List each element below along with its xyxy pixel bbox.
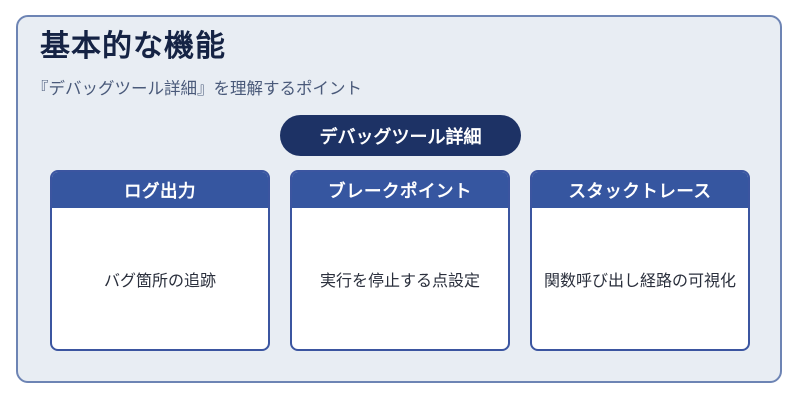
feature-card-title: スタックトレース xyxy=(568,181,712,202)
feature-card-breakpoint: ブレークポイント 実行を停止する点設定 xyxy=(290,170,510,351)
central-topic-node: デバッグツール詳細 xyxy=(280,115,521,156)
feature-card-title: ログ出力 xyxy=(124,181,196,202)
feature-card-stacktrace: スタックトレース 関数呼び出し経路の可視化 xyxy=(530,170,750,351)
feature-card-description: 関数呼び出し経路の可視化 xyxy=(543,270,736,290)
feature-card-description: バグ箇所の追跡 xyxy=(103,270,216,290)
feature-card-header: ログ出力 xyxy=(52,172,268,208)
feature-card-body: 関数呼び出し経路の可視化 xyxy=(532,208,748,349)
feature-card-body: バグ箇所の追跡 xyxy=(52,208,268,349)
feature-card-title: ブレークポイント xyxy=(328,181,472,202)
feature-card-header: スタックトレース xyxy=(532,172,748,208)
page-subtitle: 『デバッグツール詳細』を理解するポイント xyxy=(32,79,362,98)
feature-card-description: 実行を停止する点設定 xyxy=(319,270,480,290)
central-topic-label: デバッグツール詳細 xyxy=(319,126,482,148)
feature-card-logging: ログ出力 バグ箇所の追跡 xyxy=(50,170,270,351)
page-title: 基本的な機能 xyxy=(40,29,226,64)
feature-card-header: ブレークポイント xyxy=(292,172,508,208)
feature-card-body: 実行を停止する点設定 xyxy=(292,208,508,349)
